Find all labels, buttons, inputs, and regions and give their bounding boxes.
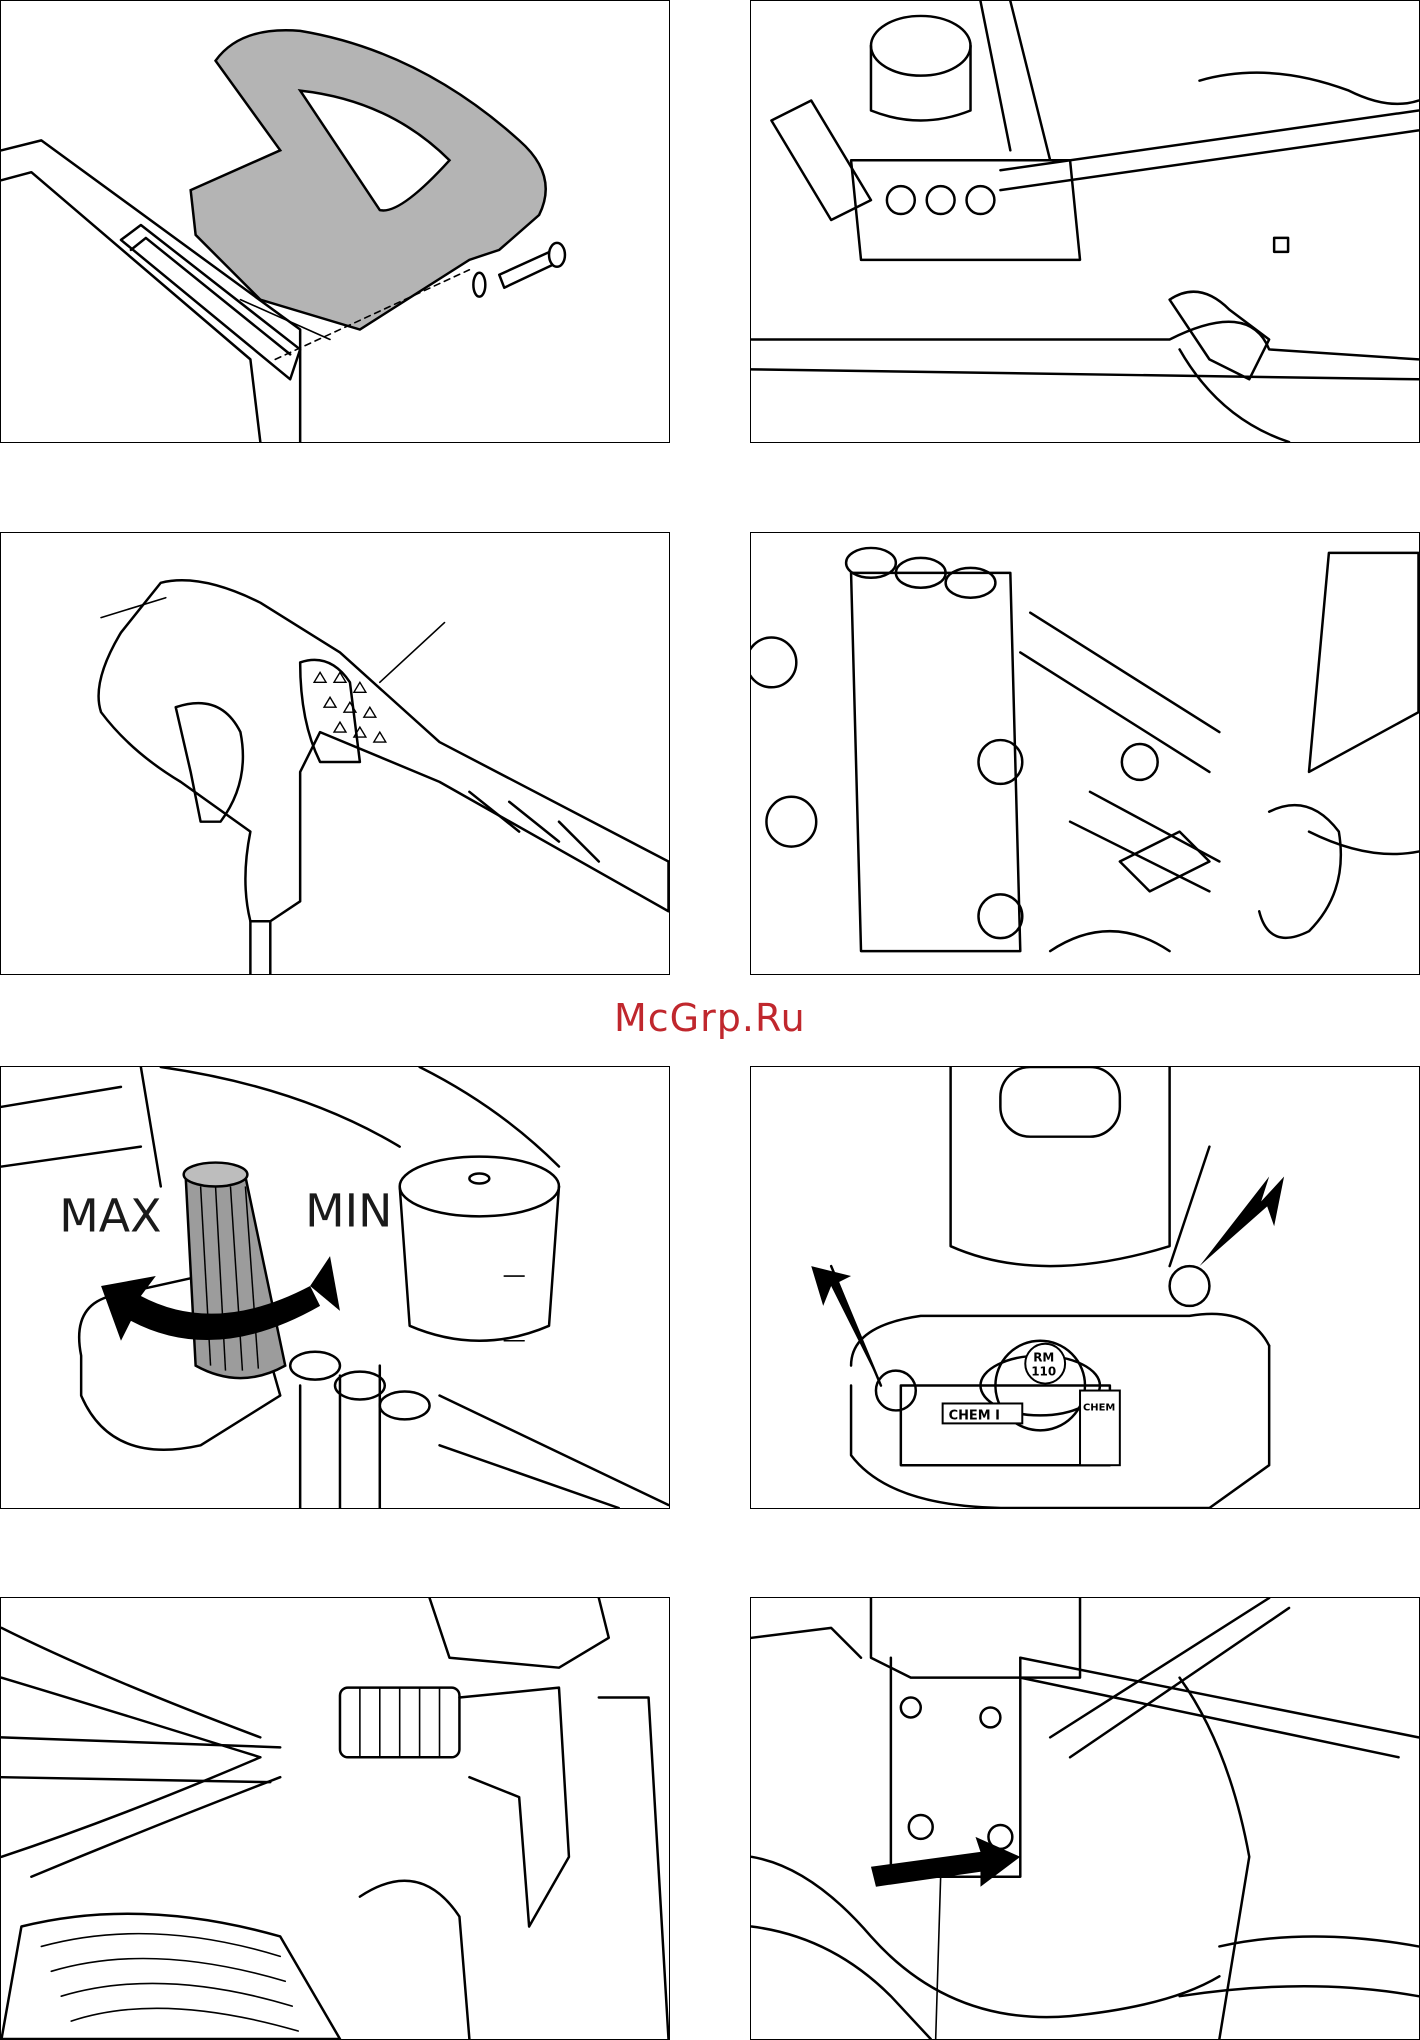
- rm-tag: RM: [1033, 1351, 1054, 1365]
- chem-tag-1: CHEM I: [949, 1408, 1000, 1423]
- pump-arrow-drawing: [751, 1598, 1419, 2039]
- illustration-inlet-filter: [0, 1597, 670, 2040]
- max-label: MAX: [59, 1188, 161, 1242]
- min-label: MIN: [305, 1183, 392, 1237]
- illustration-pump-closeup: [750, 532, 1420, 975]
- pressure-knob-drawing: MAX MIN: [1, 1067, 669, 1508]
- inlet-filter-drawing: [1, 1598, 669, 2039]
- illustration-pressure-knob: MAX MIN: [0, 1066, 670, 1509]
- illustration-spray-gun: [0, 532, 670, 975]
- reservoir-cup: [400, 1157, 559, 1341]
- tank-caps-drawing: CHEM I RM 110 CHEM: [751, 1067, 1419, 1508]
- illustration-tank-caps: CHEM I RM 110 CHEM: [750, 1066, 1420, 1509]
- spray-gun-drawing: [1, 533, 669, 974]
- chem-tag-2: CHEM: [1083, 1402, 1115, 1413]
- pump-top-drawing: [751, 1, 1419, 442]
- illustration-pump-arrow: [750, 1597, 1420, 2040]
- handle-mounting-drawing: [1, 1, 669, 442]
- illustration-handle-mounting: [0, 0, 670, 443]
- pump-closeup-drawing: [751, 533, 1419, 974]
- watermark-text: McGrp.Ru: [614, 996, 806, 1040]
- rm-tag-number: 110: [1031, 1365, 1056, 1379]
- illustration-pump-top: [750, 0, 1420, 443]
